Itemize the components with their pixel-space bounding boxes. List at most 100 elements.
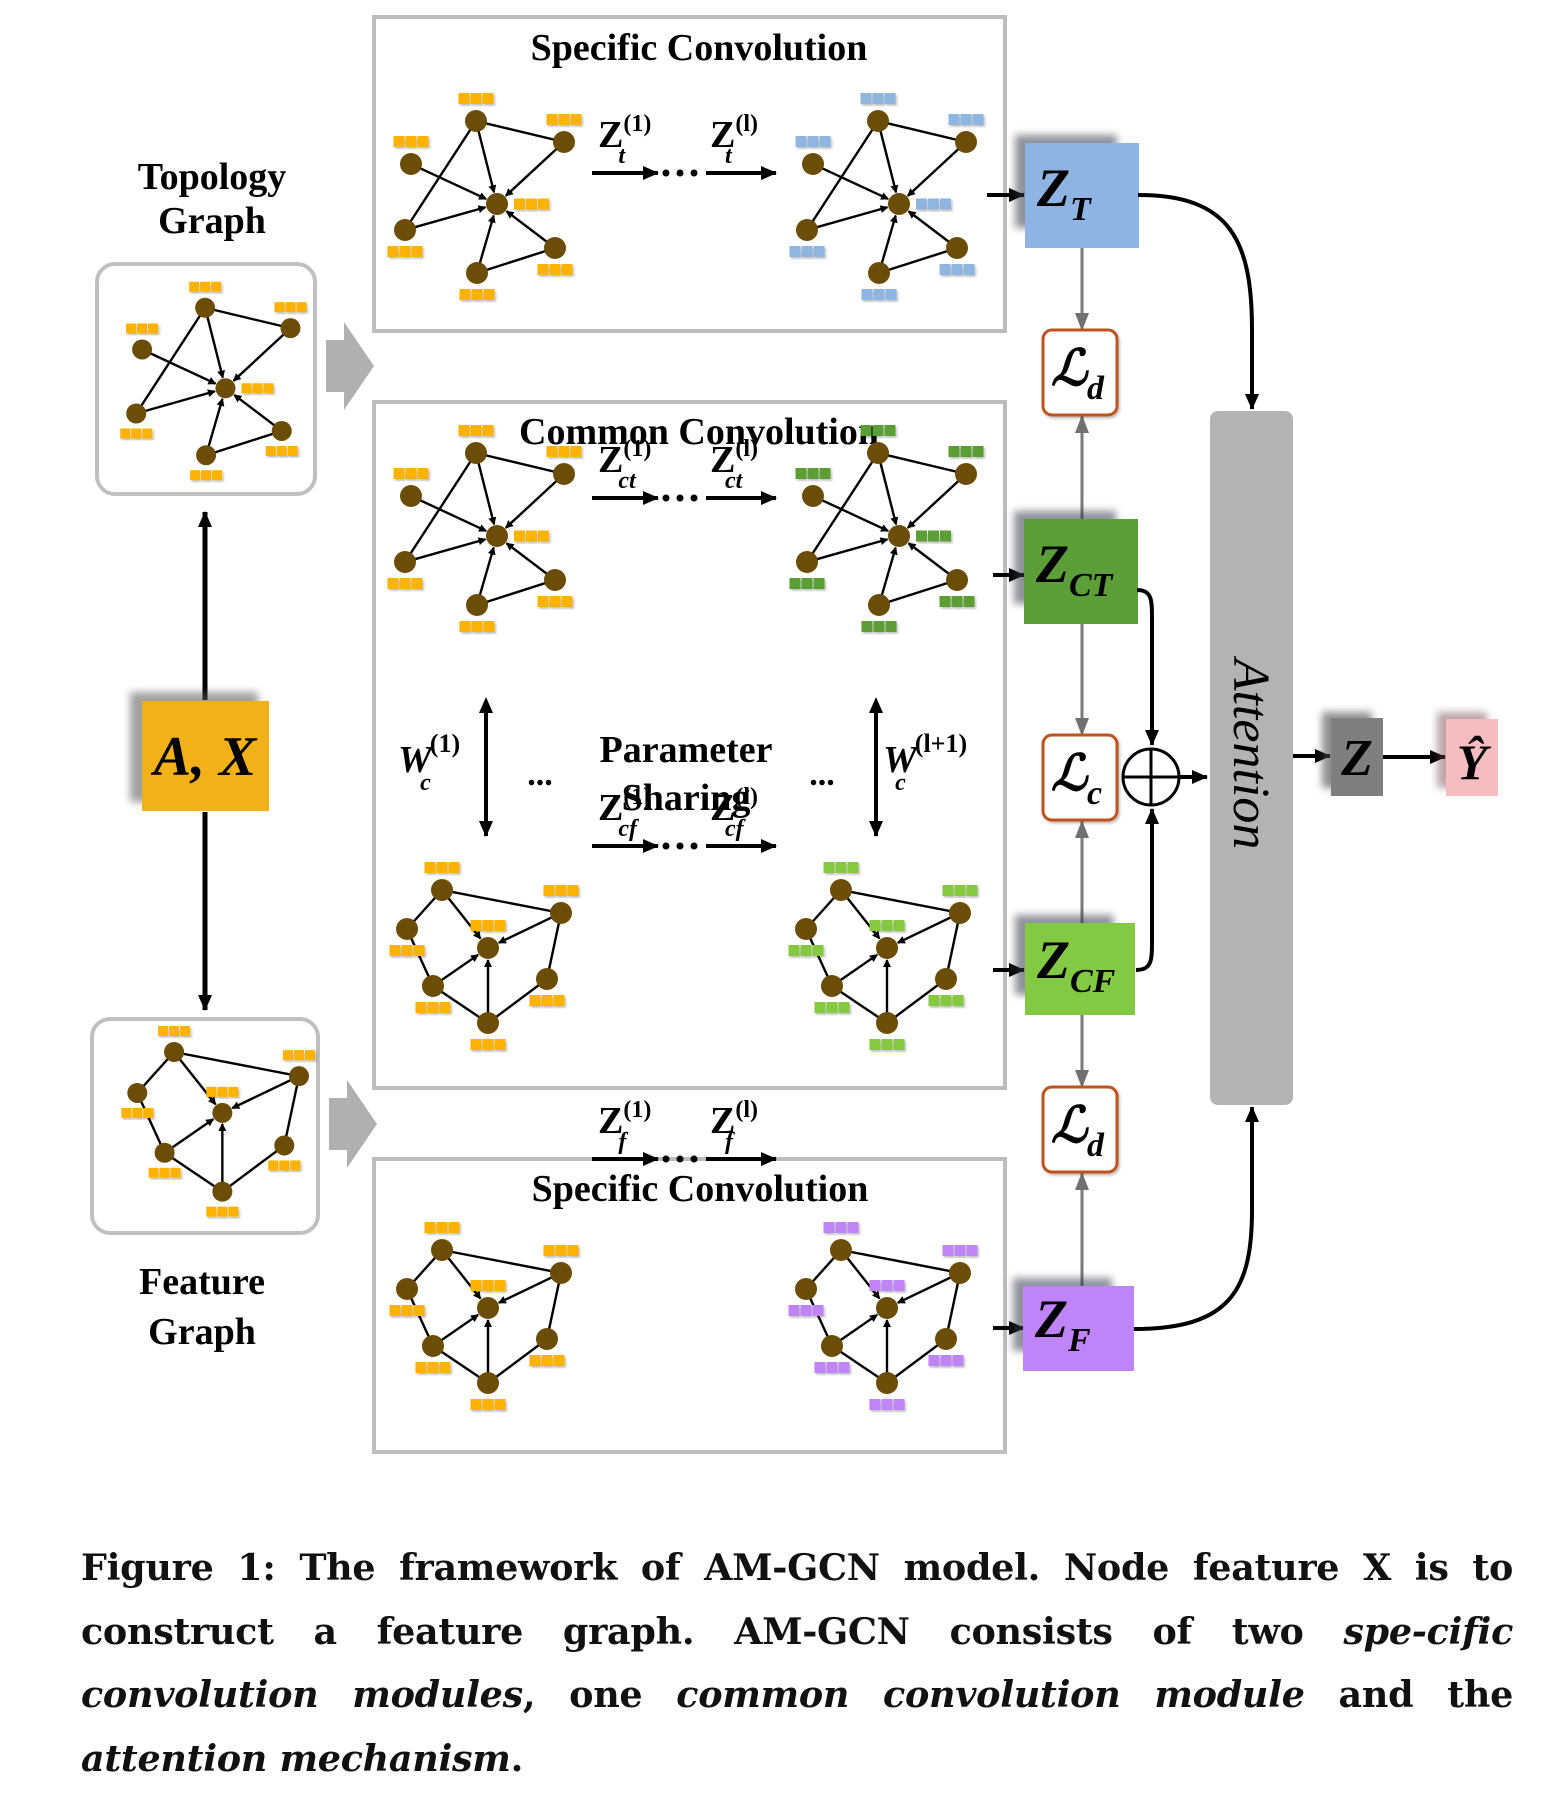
node-feature-vector [789, 246, 825, 257]
graph-edge [545, 1272, 563, 1340]
caption-emphasis: common convolution module [676, 1673, 1305, 1716]
graph-node [876, 1297, 898, 1319]
node-feature-vector [189, 281, 222, 292]
ellipsis-dot [662, 1155, 670, 1163]
node-feature-vector [514, 530, 549, 542]
graph-node [550, 1262, 572, 1284]
graph-directed-edge [206, 397, 225, 450]
graph-directed-edge [818, 165, 890, 201]
caption-text: and the [1304, 1673, 1514, 1716]
graph-node [796, 219, 818, 241]
graph-directed-edge [477, 546, 496, 599]
graph-directed-edge [896, 1274, 955, 1304]
graph-directed-edge [907, 210, 953, 245]
graph-edge [805, 120, 880, 231]
graph-node [431, 879, 453, 901]
figure-caption: Figure 1: The framework of AM-GCN model.… [81, 1536, 1513, 1790]
caption-text: Figure 1: The framework of AM-GCN model.… [81, 1546, 1513, 1653]
node-feature-vector [283, 1050, 315, 1061]
graph-node [215, 378, 236, 399]
graph-node [132, 339, 153, 360]
node-feature-vector [788, 945, 824, 956]
graph-edge [886, 1338, 947, 1384]
graph-edge [476, 578, 556, 607]
graph-edge [878, 578, 958, 607]
caption-emphasis: spe-cific convolution modules [81, 1609, 1513, 1717]
graph-directed-edge [437, 1313, 479, 1344]
node-feature-vector [795, 468, 831, 479]
node-feature-vector [543, 885, 579, 896]
graph-node [126, 403, 147, 424]
topology-to-modules-arrow [326, 322, 374, 410]
node-feature-vector [788, 1305, 824, 1316]
graph-node [431, 1239, 453, 1261]
zct-to-combine-connector [1136, 588, 1159, 746]
parameter-sharing-label-line2: Sharing [622, 777, 751, 819]
ellipsis-dot [662, 494, 670, 502]
graph-node [466, 262, 488, 284]
node-feature-vector [268, 1160, 301, 1171]
graph-node [422, 975, 444, 997]
graph-edge [944, 1272, 962, 1340]
node-feature-vector [928, 995, 964, 1006]
graph-edge [283, 1075, 301, 1146]
zcf-to-combine-connector [1135, 808, 1159, 972]
svg-text:ZCT: ZCT [1035, 534, 1114, 604]
node-feature-vector [916, 198, 951, 210]
graph-edge [475, 451, 565, 476]
graph-node [830, 1239, 852, 1261]
ellipsis-dot [690, 842, 698, 850]
node-feature-vector [939, 264, 975, 275]
graph-node [486, 193, 508, 215]
layer-label-first: Z(1)ct [598, 436, 651, 494]
graph-directed-edge [906, 145, 962, 197]
node-feature-vector [814, 1362, 850, 1373]
ellipsis-dot [676, 842, 684, 850]
graph-directed-edge [813, 205, 889, 230]
graph-edge [205, 429, 283, 457]
node-feature-vector [928, 1355, 964, 1366]
node-feature-vector [514, 198, 549, 210]
graph-edge [877, 119, 967, 144]
graph-edge [441, 888, 562, 915]
graph-node [795, 918, 817, 940]
node-feature-vector [120, 428, 153, 439]
graph-directed-edge [504, 145, 560, 197]
graph-edge [805, 452, 880, 563]
graph-edge [840, 1248, 961, 1275]
node-feature-vector [190, 470, 223, 481]
ellipsis-dot [662, 169, 670, 177]
svg-text:ℒd: ℒd [1051, 1097, 1105, 1164]
bottom-specific-output-graph [788, 1222, 978, 1410]
graph-node [550, 902, 572, 924]
node-feature-vector [546, 446, 582, 457]
node-feature-vector [916, 530, 951, 542]
graph-node [888, 193, 910, 215]
graph-node [196, 445, 217, 466]
graph-edge [878, 246, 958, 275]
attention-label: Attention [1222, 656, 1279, 850]
node-feature-vector [459, 621, 495, 632]
node-feature-vector [148, 1167, 181, 1178]
ellipsis-dot [676, 169, 684, 177]
graph-node [400, 153, 422, 175]
node-feature-vector [537, 596, 573, 607]
graph-directed-edge [147, 350, 217, 385]
graph-directed-edge [477, 214, 496, 267]
graph-node [955, 463, 977, 485]
graph-node [271, 420, 292, 441]
bottom-specific-input-graph [389, 1222, 579, 1410]
graph-node [867, 110, 889, 132]
graph-directed-edge [844, 894, 881, 940]
topology-graph [120, 281, 307, 481]
feature-graph [121, 1026, 315, 1217]
graph-edge [840, 888, 961, 915]
graph-node [935, 968, 957, 990]
svg-text:Topology: Topology [138, 156, 287, 198]
node-feature-vector [387, 578, 423, 589]
layer-label-last: Z(l)t [710, 111, 758, 169]
parameter-sharing: W(1)c W(l+1)c ... ... Parameter Sharing [398, 697, 967, 837]
node-feature-vector [458, 425, 494, 436]
